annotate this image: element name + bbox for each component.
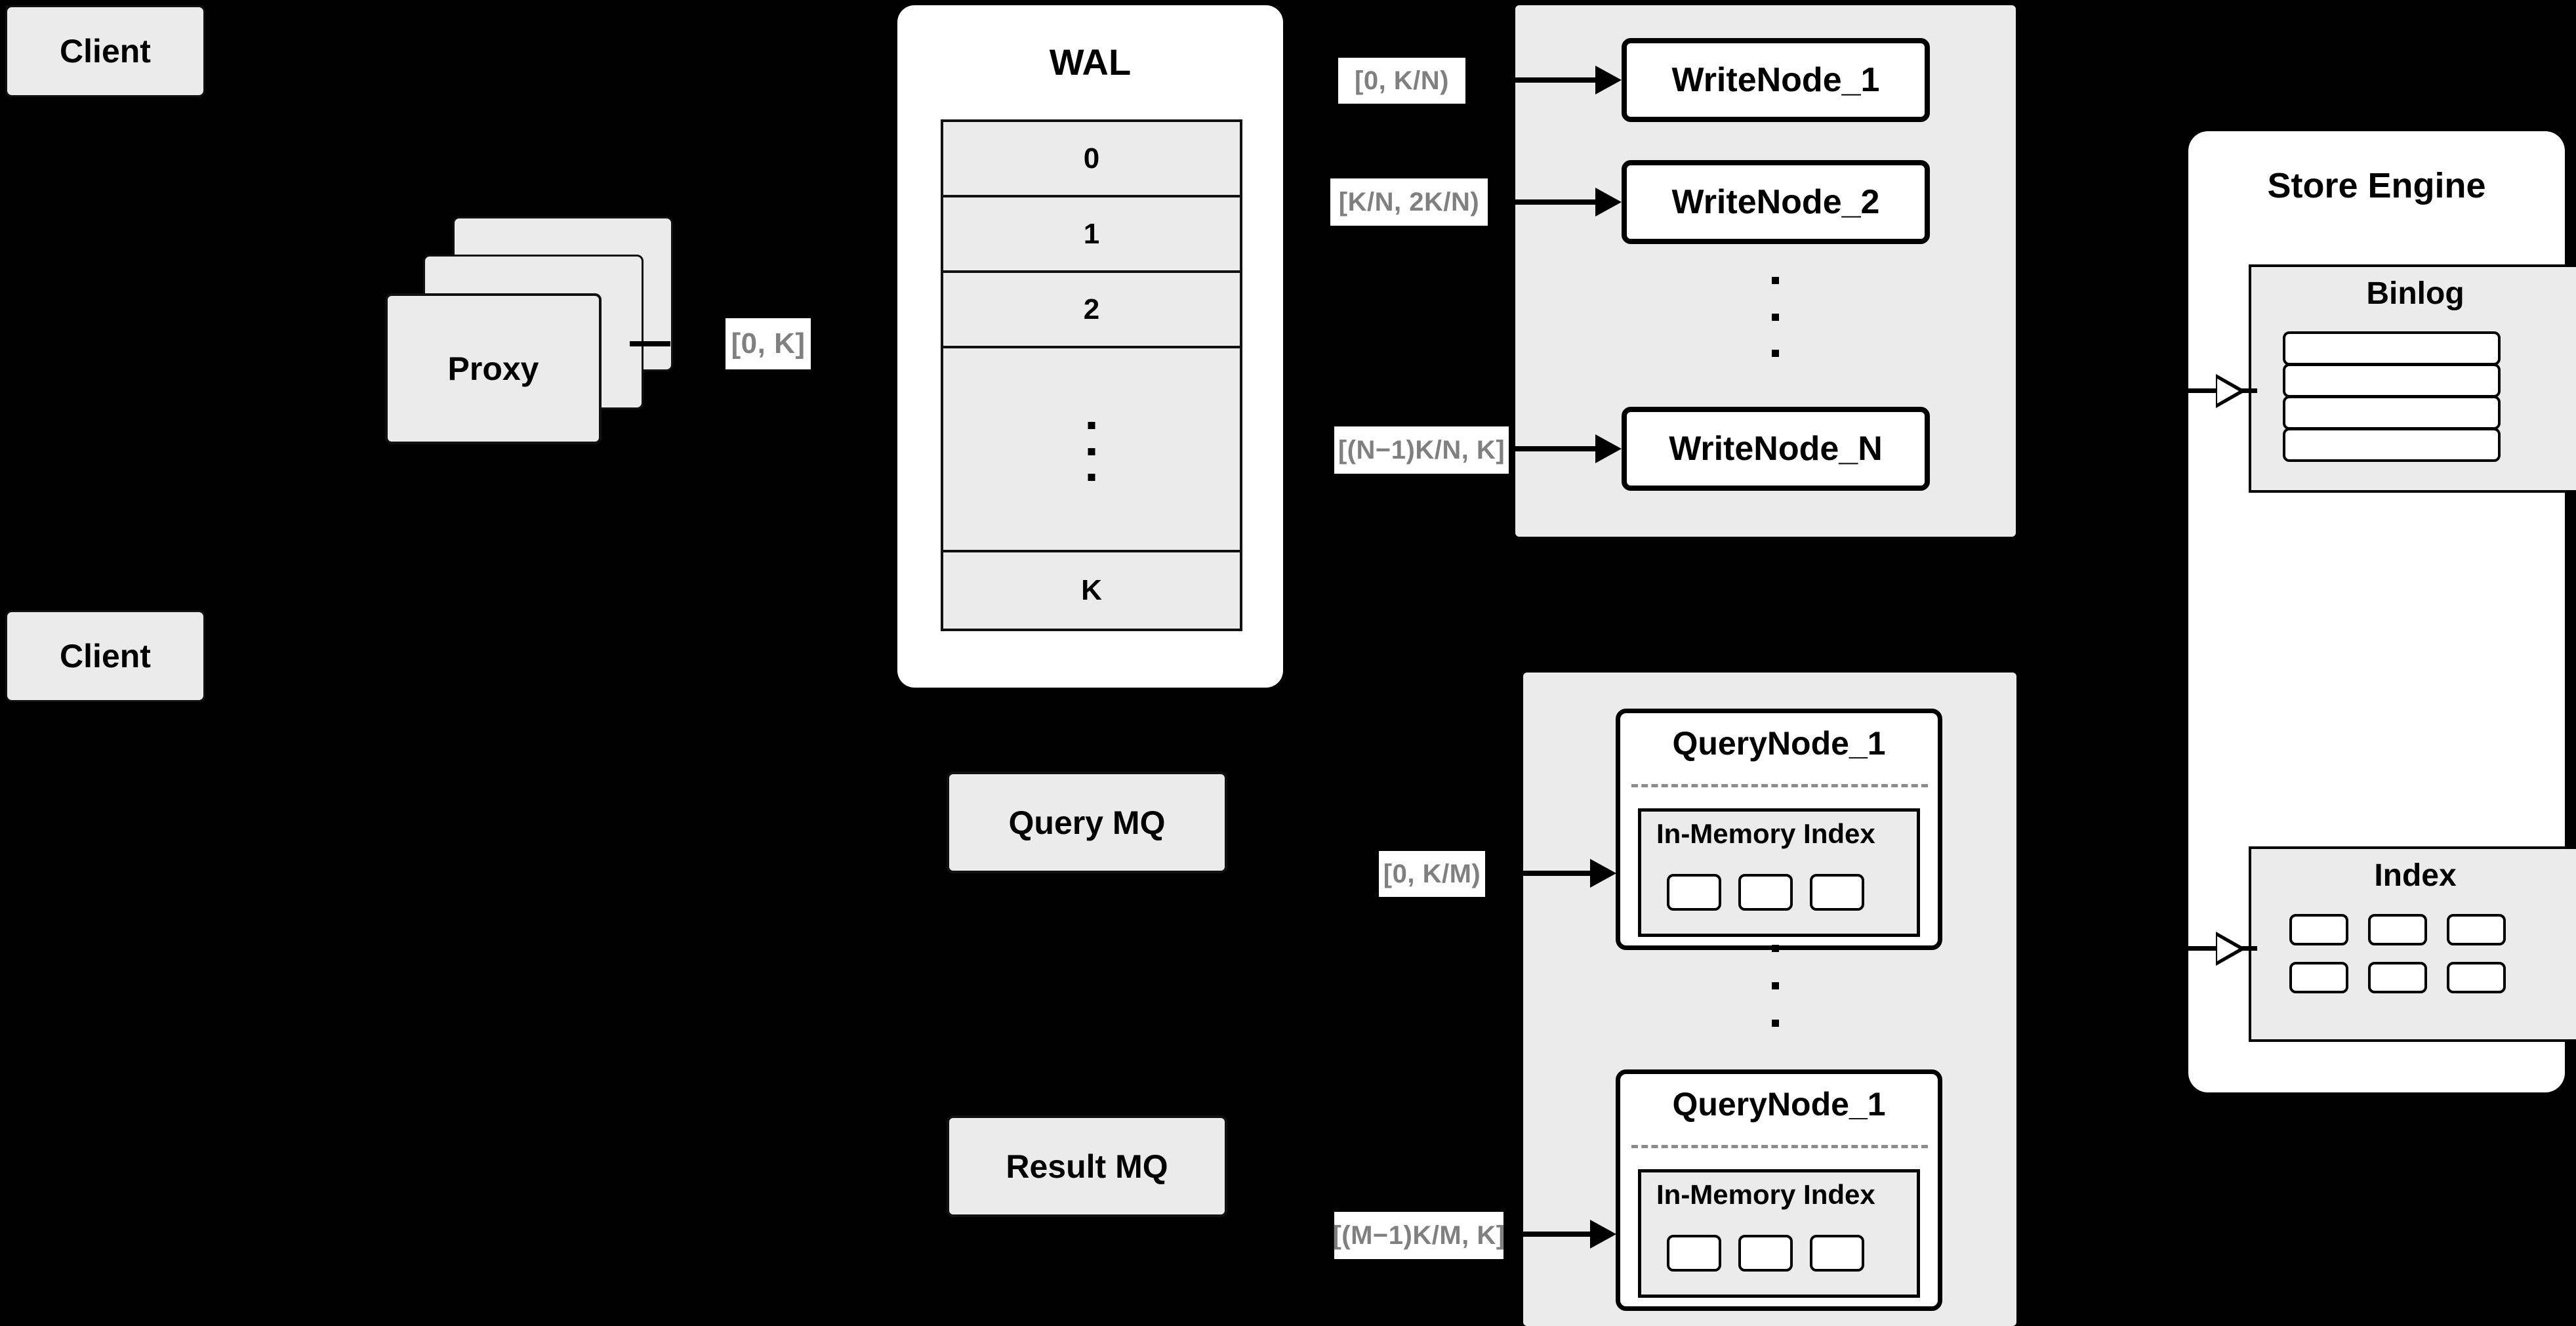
client-box-1[interactable]: Client (5, 5, 205, 97)
wal-slot-ellipsis (943, 348, 1240, 552)
wal-slot-2[interactable]: 2 (943, 273, 1240, 348)
proxy-label: Proxy (447, 350, 539, 387)
query-arrow-head-1 (1590, 859, 1616, 888)
index-cell-r2c3[interactable] (2447, 962, 2506, 993)
client-label-2: Client (60, 638, 151, 674)
wal-title: WAL (1049, 41, 1132, 83)
query-node-2-label: QueryNode_1 (1672, 1086, 1886, 1123)
index-cell-r2c2[interactable] (2368, 962, 2427, 993)
write-node-2-label: WriteNode_2 (1671, 183, 1880, 221)
write-arrow-line-2 (1515, 199, 1599, 205)
write-arrow-line-n (1515, 446, 1599, 451)
range-tag-write-1: [0, K/N) (1338, 58, 1465, 104)
index-cell-r1c3[interactable] (2447, 914, 2506, 945)
query-node-1-index-cell-1[interactable] (1667, 874, 1721, 911)
query-node-2-index-cell-1[interactable] (1667, 1235, 1721, 1272)
query-node-2-separator (1631, 1145, 1928, 1148)
write-node-2[interactable]: WriteNode_2 (1622, 160, 1930, 244)
write-node-1[interactable]: WriteNode_1 (1622, 38, 1930, 122)
index-title: Index (2374, 858, 2457, 893)
write-node-n[interactable]: WriteNode_N (1622, 407, 1930, 491)
query-mq-box[interactable]: Query MQ (947, 772, 1227, 873)
binlog-row-4[interactable] (2283, 428, 2501, 462)
write-node-n-label: WriteNode_N (1669, 430, 1883, 468)
range-tag-query-1: [0, K/M) (1379, 851, 1485, 897)
query-node-1-inmemory-index (1638, 808, 1920, 937)
binlog-row-3[interactable] (2283, 396, 2501, 430)
binlog-title: Binlog (2366, 276, 2464, 311)
wal-ellipsis-dots (1088, 422, 1095, 481)
query-node-1-separator (1631, 784, 1928, 787)
store-engine-title: Store Engine (2267, 166, 2486, 205)
wal-slot-stack: 0 1 2 K (941, 119, 1242, 631)
write-cluster-ellipsis (1771, 277, 1779, 357)
query-cluster-ellipsis (1771, 945, 1779, 1027)
query-node-1-inmemory-index-label: In-Memory Index (1656, 818, 1875, 849)
range-tag-write-2: [K/N, 2K/N) (1330, 178, 1488, 226)
query-node-1-index-cell-2[interactable] (1738, 874, 1793, 911)
range-tag-write-n: [(N−1)K/N, K] (1334, 426, 1509, 474)
query-mq-label: Query MQ (1008, 804, 1166, 841)
write-arrow-head-n (1595, 434, 1622, 463)
index-cell-r1c1[interactable] (2289, 914, 2348, 945)
client-label-1: Client (60, 33, 151, 70)
query-node-2-index-cell-3[interactable] (1810, 1235, 1864, 1272)
query-arrow-head-m (1590, 1220, 1616, 1249)
result-mq-label: Result MQ (1006, 1148, 1168, 1185)
client-box-2[interactable]: Client (5, 610, 205, 702)
write-arrow-head-2 (1595, 188, 1622, 217)
query-node-2-inmemory-index (1638, 1169, 1920, 1298)
binlog-row-2[interactable] (2283, 363, 2501, 398)
index-arrow-head (2216, 932, 2246, 966)
query-node-2-index-cell-2[interactable] (1738, 1235, 1793, 1272)
query-arrow-line-m (1523, 1232, 1594, 1237)
binlog-arrow-head (2216, 374, 2246, 408)
write-arrow-head-1 (1595, 66, 1622, 94)
write-arrow-line-1 (1515, 77, 1599, 83)
range-tag-proxy: [0, K] (726, 318, 811, 369)
index-cell-r1c2[interactable] (2368, 914, 2427, 945)
proxy-connector-line (630, 341, 670, 346)
query-node-1-label: QueryNode_1 (1672, 725, 1886, 762)
range-tag-query-m: [(M−1)K/M, K] (1332, 1212, 1505, 1259)
wal-slot-0[interactable]: 0 (943, 122, 1240, 197)
proxy-box[interactable]: Proxy (385, 293, 602, 444)
query-node-2-inmemory-index-label: In-Memory Index (1656, 1179, 1875, 1210)
query-node-1-index-cell-3[interactable] (1810, 874, 1864, 911)
binlog-row-1[interactable] (2283, 331, 2501, 365)
wal-slot-k[interactable]: K (1081, 573, 1102, 606)
write-node-1-label: WriteNode_1 (1671, 61, 1880, 99)
wal-slot-1[interactable]: 1 (943, 197, 1240, 273)
index-cell-r2c1[interactable] (2289, 962, 2348, 993)
query-arrow-line-1 (1523, 871, 1594, 876)
result-mq-box[interactable]: Result MQ (947, 1115, 1227, 1217)
